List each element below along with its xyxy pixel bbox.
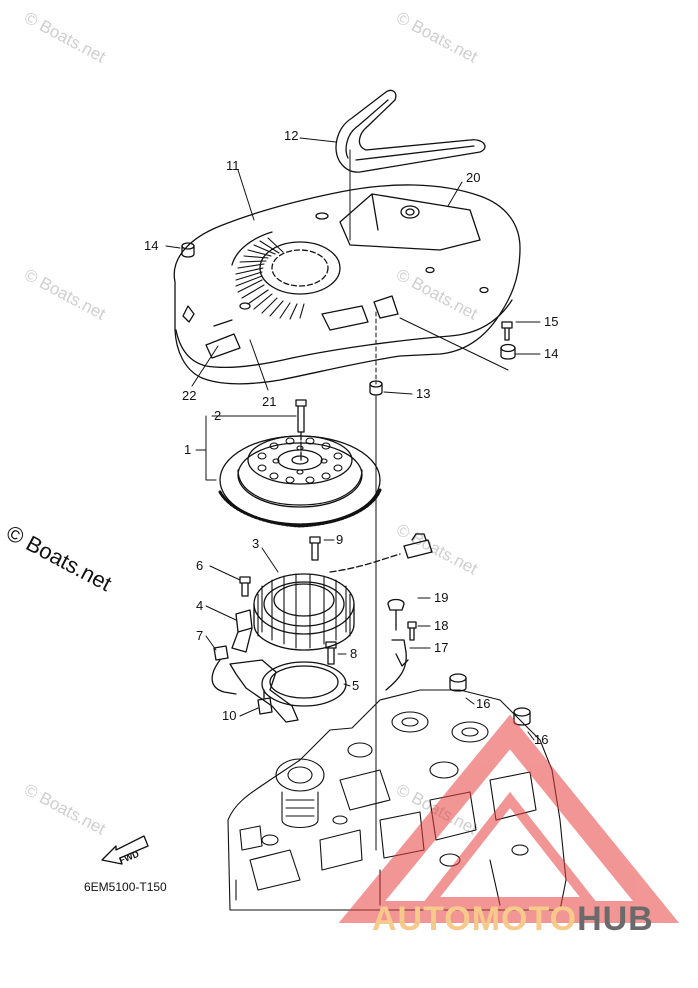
callout-label: 8	[350, 646, 357, 661]
grommet-part	[449, 673, 467, 692]
pulser-coil-part	[231, 609, 253, 653]
automotohub-logo-icon	[338, 714, 680, 923]
bolt-part	[309, 536, 321, 561]
callout-label: 13	[416, 386, 430, 401]
callout-label: 10	[222, 708, 236, 723]
callout-label: 14	[144, 238, 158, 253]
collar-part	[369, 380, 383, 396]
diagram-code: 6EM5100-T150	[84, 880, 167, 894]
logo-part1: AUTOMOTO	[372, 900, 578, 938]
callout-label: 16	[476, 696, 490, 711]
bolt-part	[407, 621, 417, 641]
base-plate-part	[229, 659, 347, 723]
wire-lead-part	[385, 639, 409, 691]
callout-label: 1	[184, 442, 191, 457]
flywheel-part	[218, 435, 382, 528]
callout-label: 14	[544, 346, 558, 361]
flywheel-cover-part	[173, 184, 521, 385]
stator-part	[253, 573, 355, 651]
logo-text: AUTOMOTOHUB	[372, 900, 654, 939]
fwd-arrow-icon	[101, 835, 149, 865]
callout-labels: 12 11 20 14 15 14 13 22 21 2 1 3 9 6 4 7…	[118, 128, 559, 866]
bolt-part	[295, 399, 307, 461]
belt-part	[335, 89, 486, 173]
callout-label: 22	[182, 388, 196, 403]
callout-label: 6	[196, 558, 203, 573]
connector-part	[403, 533, 433, 559]
bolt-part	[387, 598, 405, 631]
grommet-part	[181, 242, 195, 258]
callout-label: 16	[534, 732, 548, 747]
callout-label: 5	[352, 678, 359, 693]
grommet-part	[500, 343, 516, 360]
callout-label: 21	[262, 394, 276, 409]
callout-label: 9	[336, 532, 343, 547]
callout-label: 15	[544, 314, 558, 329]
callout-label: 12	[284, 128, 298, 143]
bolt-part	[501, 321, 513, 341]
bolt-part	[325, 641, 337, 665]
callout-label: 3	[252, 536, 259, 551]
fwd-label: FWD	[118, 849, 141, 866]
leader-lines	[165, 137, 541, 851]
callout-label: 17	[434, 640, 448, 655]
callout-label: 11	[226, 158, 240, 173]
clip-part	[211, 645, 237, 695]
callout-label: 20	[466, 170, 480, 185]
bolt-part	[239, 576, 251, 597]
callout-label: 7	[196, 628, 203, 643]
callout-label: 4	[196, 598, 203, 613]
callout-label: 19	[434, 590, 448, 605]
callout-label: 18	[434, 618, 448, 633]
wire	[329, 553, 401, 573]
connector-part	[257, 689, 273, 715]
callout-label: 2	[214, 408, 221, 423]
logo-part2: HUB	[577, 900, 654, 938]
